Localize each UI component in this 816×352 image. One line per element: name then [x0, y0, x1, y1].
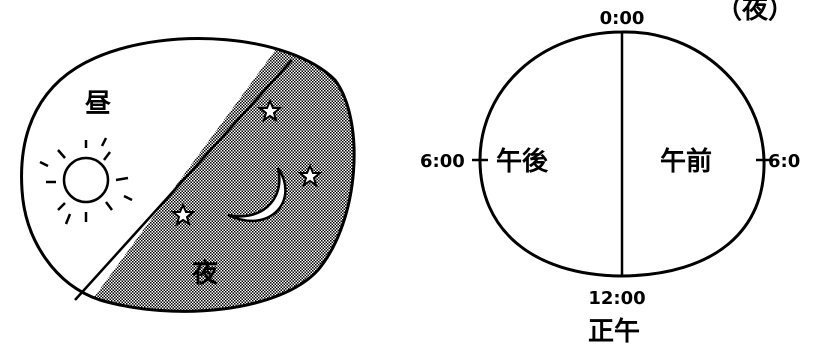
night-label: 夜 — [191, 258, 219, 289]
morning-label: 午前 — [660, 146, 712, 177]
top-time-label: 0:00 — [600, 8, 645, 29]
night-region — [70, 38, 355, 312]
corner-label: （夜） — [716, 0, 794, 25]
afternoon-label: 午後 — [496, 146, 549, 177]
day-label: 昼 — [85, 89, 112, 119]
day-night-blob — [20, 37, 356, 313]
bottom-time-label: 12:00 — [588, 288, 645, 309]
noon-label: 正午 — [588, 316, 640, 347]
star-icon — [170, 202, 196, 227]
right-time-label: 6:0 — [768, 151, 800, 172]
left-time-label: 6:00 — [420, 151, 465, 172]
clock-circle — [472, 30, 772, 278]
day-night-divider — [74, 59, 293, 301]
moon-icon — [227, 167, 287, 222]
sun-icon — [39, 137, 133, 225]
star-icon — [297, 163, 323, 188]
star-icon — [257, 98, 283, 123]
blob-outline — [20, 37, 356, 313]
